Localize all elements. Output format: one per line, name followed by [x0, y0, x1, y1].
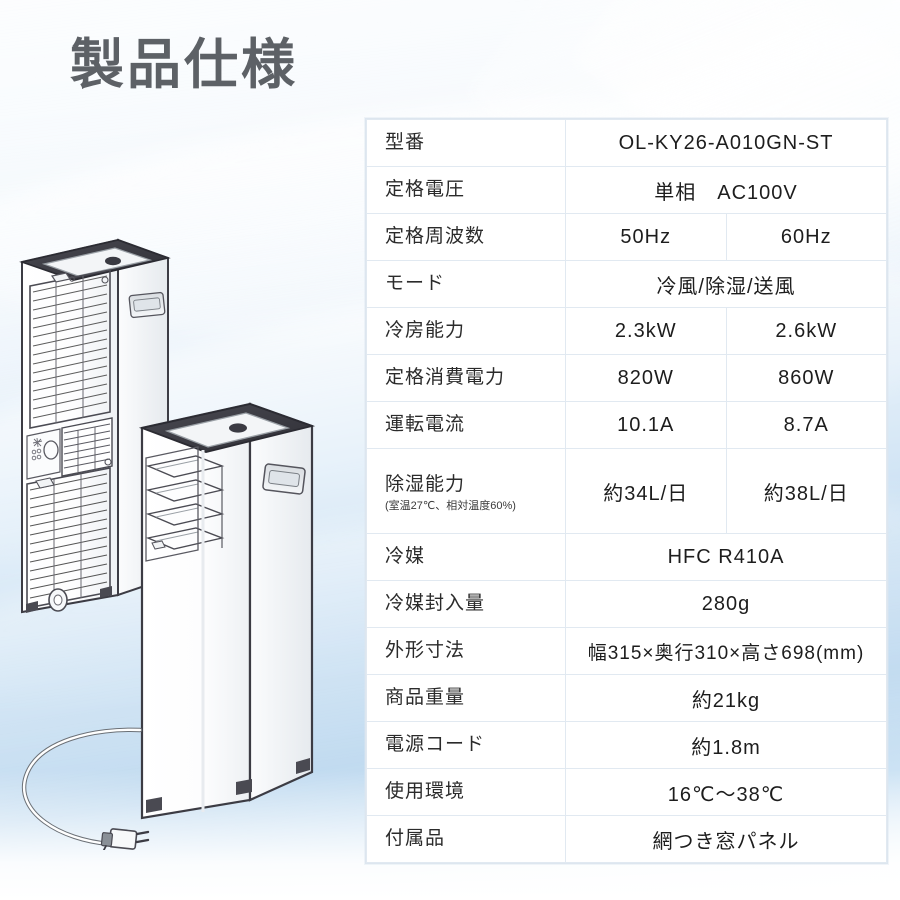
spec-value: 約21kg — [565, 674, 887, 722]
spec-label-text: 付属品 — [385, 828, 446, 850]
table-row: 型番 OL-KY26-A010GN-ST — [366, 119, 887, 167]
spec-label-text: 冷媒封入量 — [385, 593, 486, 615]
spec-label-text: 外形寸法 — [385, 640, 466, 662]
spec-value-50hz: 約34L/日 — [565, 448, 727, 534]
spec-label: 型番 — [366, 119, 566, 167]
spec-value-60hz: 860W — [725, 354, 887, 402]
table-row: 定格電圧 単相 AC100V — [366, 166, 887, 214]
table-row: 付属品 網つき窓パネル — [366, 815, 887, 863]
spec-label: 除湿能力 (室温27℃、相対温度60%) — [366, 448, 566, 534]
table-row: 冷媒封入量 280g — [366, 580, 887, 628]
spec-label-text: 定格消費電力 — [385, 367, 506, 389]
spec-value-60hz: 2.6kW — [725, 307, 887, 355]
spec-label: 冷媒 — [366, 533, 566, 581]
spec-label-note: (室温27℃、相対温度60%) — [385, 499, 516, 512]
spec-value-50hz: 820W — [565, 354, 727, 402]
spec-label: 運転電流 — [366, 401, 566, 449]
spec-value-60hz: 約38L/日 — [725, 448, 887, 534]
spec-label: モード — [366, 260, 566, 308]
spec-value: 単相 AC100V — [565, 166, 887, 214]
table-row: 電源コード 約1.8m — [366, 721, 887, 769]
spec-label-text: 使用環境 — [385, 781, 466, 803]
snowflake-icon — [32, 437, 43, 448]
spec-label: 外形寸法 — [366, 627, 566, 675]
spec-value: 網つき窓パネル — [565, 815, 887, 863]
spec-label-text: 電源コード — [385, 734, 486, 756]
spec-label: 電源コード — [366, 721, 566, 769]
spec-label: 冷媒封入量 — [366, 580, 566, 628]
spec-value: 幅315×奥行310×高さ698(mm) — [565, 627, 887, 675]
spec-label-text: 冷媒 — [385, 546, 426, 568]
spec-label: 商品重量 — [366, 674, 566, 722]
portable-air-conditioner-front-view — [138, 402, 316, 820]
side-handle-front — [262, 463, 306, 495]
spec-label-text: 型番 — [385, 132, 426, 154]
spec-value-50hz: 2.3kW — [565, 307, 727, 355]
power-plug — [100, 828, 150, 850]
power-cord-with-plug — [21, 727, 150, 850]
product-illustration — [0, 200, 360, 850]
spec-label-text: 商品重量 — [385, 687, 466, 709]
spec-value-60hz: 8.7A — [725, 401, 887, 449]
table-row: 使用環境 16℃～38℃ — [366, 768, 887, 816]
spec-label-text: モード — [385, 273, 446, 295]
spec-label-text: 冷房能力 — [385, 320, 466, 342]
spec-value: HFC R410A — [565, 533, 887, 581]
control-panel — [26, 428, 61, 480]
spec-label-text: 運転電流 — [385, 414, 466, 436]
spec-value: 約1.8m — [565, 721, 887, 769]
spec-value-60hz: 60Hz — [725, 213, 887, 261]
table-row: 冷媒 HFC R410A — [366, 533, 887, 581]
spec-value-50hz: 50Hz — [565, 213, 727, 261]
table-row: 除湿能力 (室温27℃、相対温度60%) 約34L/日約38L/日 — [366, 448, 887, 534]
spec-label: 定格周波数 — [366, 213, 566, 261]
spec-label: 使用環境 — [366, 768, 566, 816]
table-row: 外形寸法 幅315×奥行310×高さ698(mm) — [366, 627, 887, 675]
page-title: 製品仕様 — [70, 35, 298, 95]
table-row: 商品重量 約21kg — [366, 674, 887, 722]
spec-value: OL-KY26-A010GN-ST — [565, 119, 887, 167]
table-row: モード 冷風/除湿/送風 — [366, 260, 887, 308]
spec-value: 冷風/除湿/送風 — [565, 260, 887, 308]
spec-label: 冷房能力 — [366, 307, 566, 355]
spec-value: 280g — [565, 580, 887, 628]
spec-value: 16℃～38℃ — [565, 768, 887, 816]
spec-label-text: 定格電圧 — [385, 179, 466, 201]
spec-label: 定格電圧 — [366, 166, 566, 214]
side-handle-rear — [128, 291, 166, 319]
spec-label: 付属品 — [366, 815, 566, 863]
spec-label-text: 除湿能力 — [385, 473, 466, 495]
product-spec-table: 型番 OL-KY26-A010GN-ST 定格電圧 単相 AC100V 定格周波数 50H… — [365, 118, 888, 864]
spec-label: 定格消費電力 — [366, 354, 566, 402]
spec-value-50hz: 10.1A — [565, 401, 727, 449]
spec-label-text: 定格周波数 — [385, 226, 486, 248]
